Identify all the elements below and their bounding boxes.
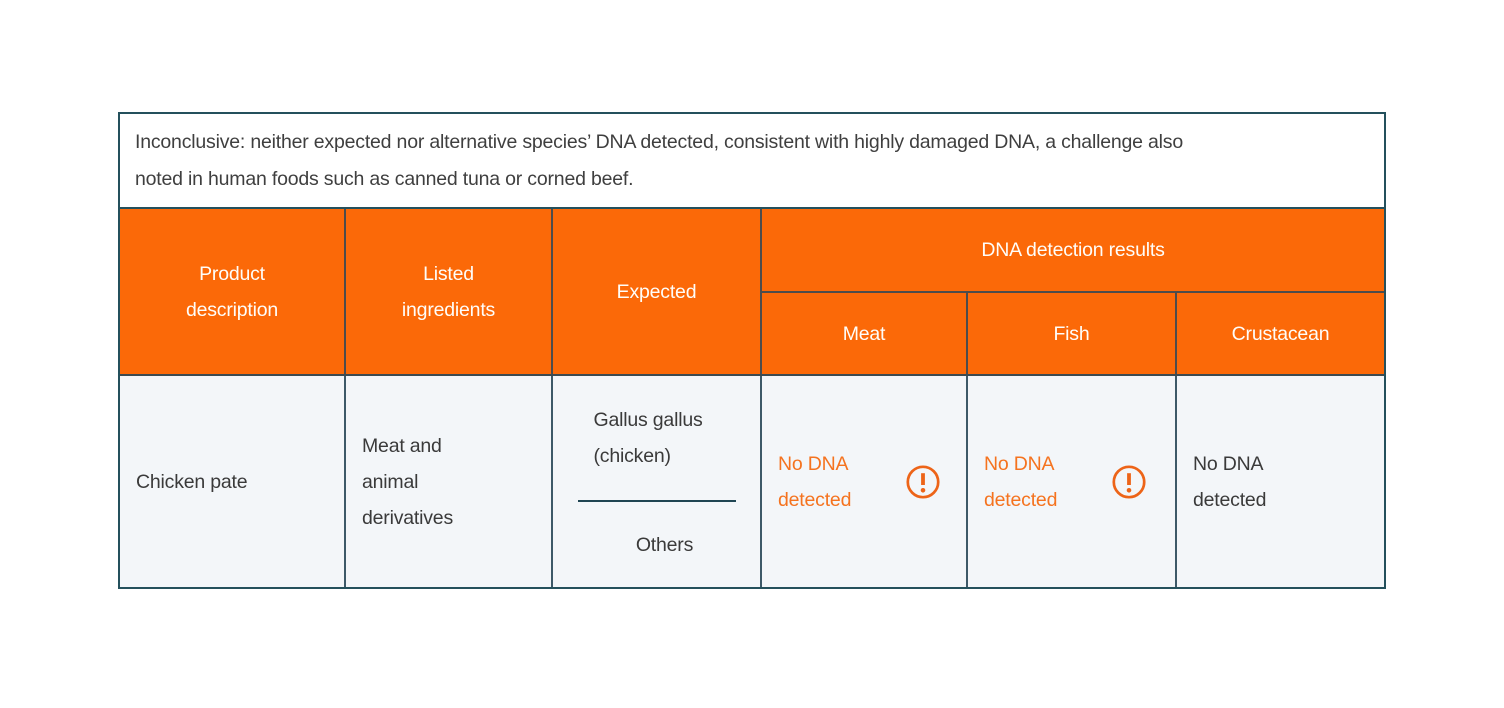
exclamation-circle-icon (905, 464, 941, 500)
col-group-header-dna-detection-results: DNA detection results (762, 209, 1384, 293)
listed-ingredients-value: Meat and animal derivatives (362, 434, 454, 529)
col-header-product-description-label: Product description (185, 262, 279, 321)
fish-result-value: No DNA detected (984, 452, 1058, 511)
col-header-expected-label: Expected (616, 280, 697, 303)
inconclusive-note-text: Inconclusive: neither expected nor alter… (135, 130, 1183, 190)
cell-expected: Gallus gallus (chicken) Others (553, 376, 762, 587)
exclamation-circle-icon (1111, 464, 1147, 500)
table-row: Chicken pate Meat and animal derivatives… (120, 376, 1384, 587)
expected-species-value: Gallus gallus (chicken) (593, 409, 703, 467)
col-group-header-dna-detection-results-label: DNA detection results (981, 239, 1165, 261)
cell-listed-ingredients: Meat and animal derivatives (346, 376, 553, 587)
crustacean-result-value: No DNA detected (1193, 452, 1267, 511)
col-header-listed-ingredients: Listed ingredients (346, 209, 553, 374)
expected-others-value: Others (635, 533, 694, 556)
meat-result-value: No DNA detected (778, 452, 852, 511)
col-header-fish: Fish (968, 293, 1177, 374)
expected-species-subcell: Gallus gallus (chicken) (577, 376, 736, 502)
product-description-value: Chicken pate (136, 470, 248, 493)
col-header-crustacean: Crustacean (1177, 293, 1384, 374)
col-header-meat: Meat (762, 293, 968, 374)
expected-others-subcell: Others (620, 502, 694, 587)
cell-fish-result: No DNA detected (968, 376, 1177, 587)
dna-results-table: Inconclusive: neither expected nor alter… (118, 112, 1386, 589)
col-header-meat-label: Meat (842, 322, 886, 345)
col-header-fish-label: Fish (1053, 322, 1090, 345)
col-header-expected: Expected (553, 209, 762, 374)
inconclusive-note-banner: Inconclusive: neither expected nor alter… (120, 114, 1384, 209)
cell-crustacean-result: No DNA detected (1177, 376, 1384, 587)
cell-product-description: Chicken pate (120, 376, 346, 587)
cell-meat-result: No DNA detected (762, 376, 968, 587)
col-header-listed-ingredients-label: Listed ingredients (401, 262, 496, 321)
table-header: Product description Listed ingredients E… (120, 209, 1384, 376)
col-header-crustacean-label: Crustacean (1231, 322, 1330, 345)
col-header-product-description: Product description (120, 209, 346, 374)
